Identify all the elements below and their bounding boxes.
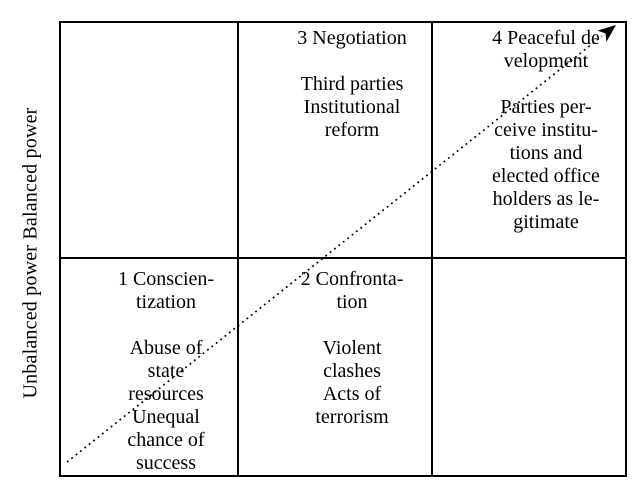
cell-text-line: 1 Conscien- [117, 268, 215, 290]
cell-text-line: 4 Peaceful de [492, 27, 600, 49]
y-axis-label: Unbalanced power Balanced power [19, 107, 42, 399]
cell-text-line: elected office [492, 165, 600, 187]
cell-text-line: Third parties [300, 73, 404, 95]
cell-text-line: holders as le- [492, 188, 600, 210]
cell-text-line: ceive institu- [494, 119, 598, 141]
cell-text-line: 3 Negotiation [297, 27, 407, 49]
cell-text-line: Acts of [322, 383, 382, 405]
cell-text-line: chance of [127, 429, 205, 451]
cell-blank-line [279, 50, 425, 73]
cell-text-line: tions and [509, 142, 583, 164]
cell-text-line: velopment [503, 50, 589, 72]
cell-text-line: terrorism [315, 406, 389, 428]
cell-text-line: 2 Confronta- [300, 268, 404, 290]
cell-top-left-empty [61, 23, 239, 259]
cell-text-line: state [147, 360, 185, 382]
cell-blank-line [279, 314, 425, 337]
cell-text-line: tization [136, 291, 196, 313]
cell-blank-line [473, 73, 619, 96]
cell-text-line: Violent [322, 337, 382, 359]
cell-blank-line [101, 314, 231, 337]
cell-text-line: tion [336, 291, 368, 313]
cell-text-line: success [136, 452, 196, 474]
cell-text-line: gitimate [513, 211, 579, 233]
cell-bottom-right-empty [433, 259, 625, 475]
cell-text-line: Parties per- [500, 96, 592, 118]
cell-text-line: resources [128, 383, 204, 405]
cell-text-line: Abuse of [129, 337, 203, 359]
cell-text-line: clashes [323, 360, 381, 382]
cell-text-line: reform [324, 119, 380, 141]
cell-text-line: Institutional [303, 96, 401, 118]
cell-text-line: Unequal [132, 406, 200, 428]
